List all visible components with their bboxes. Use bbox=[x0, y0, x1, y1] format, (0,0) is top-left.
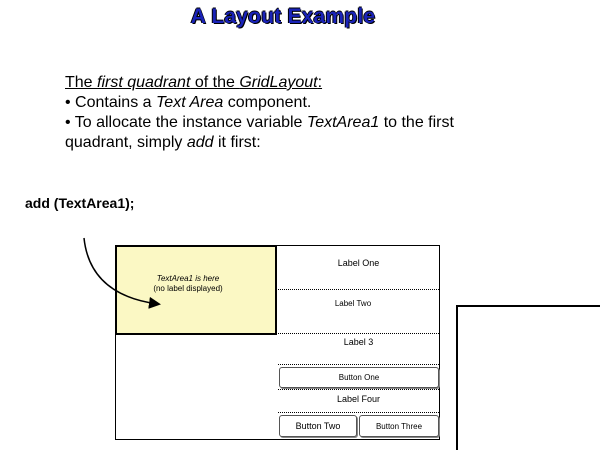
textarea-caption: TextArea1 is here (no label displayed) bbox=[153, 274, 223, 293]
row-divider bbox=[278, 412, 439, 413]
row-divider bbox=[278, 364, 439, 365]
description-line-1: The first quadrant of the GridLayout: bbox=[65, 74, 323, 91]
window-edge bbox=[456, 305, 600, 307]
label-one: Label One bbox=[337, 258, 380, 268]
code-snippet: add (TextArea1); bbox=[25, 195, 135, 211]
row-divider bbox=[278, 333, 439, 334]
textarea-quadrant[interactable] bbox=[115, 245, 277, 335]
description-line-2: • Contains a Text Area component. bbox=[65, 94, 312, 111]
label-three: Label 3 bbox=[343, 337, 374, 347]
label-four: Label Four bbox=[336, 394, 381, 404]
description-line-4: quadrant, simply add it first: bbox=[65, 134, 261, 151]
button-one[interactable]: Button One bbox=[279, 367, 439, 388]
button-two[interactable]: Button Two bbox=[279, 415, 357, 437]
description-line-3: • To allocate the instance variable Text… bbox=[65, 114, 454, 131]
slide-title: A Layout Example bbox=[190, 5, 376, 28]
row-divider bbox=[278, 289, 439, 290]
button-three[interactable]: Button Three bbox=[359, 415, 439, 437]
description: The first quadrant of the GridLayout: • … bbox=[65, 73, 454, 153]
grid-layout-window bbox=[115, 245, 440, 440]
row-divider bbox=[278, 389, 439, 390]
window-edge bbox=[456, 305, 458, 450]
label-two: Label Two bbox=[334, 299, 372, 308]
